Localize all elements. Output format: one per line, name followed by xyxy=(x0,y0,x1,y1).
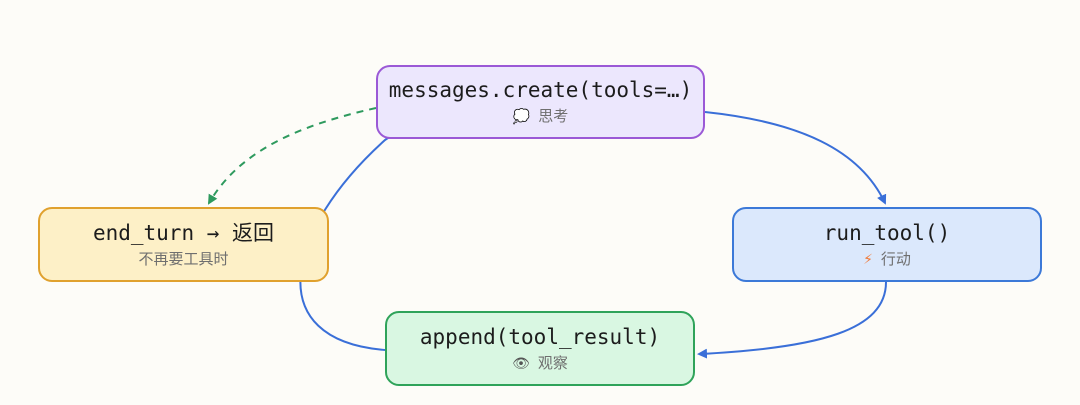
end-turn-node-title: end_turn → 返回 xyxy=(92,221,275,245)
edge-think-to-run xyxy=(704,111,887,205)
think-node-title: messages.create(tools=…) xyxy=(388,78,693,102)
run-tool-node-title: run_tool() xyxy=(823,220,951,245)
eye-icon: 👁 xyxy=(512,355,530,372)
think-node: messages.create(tools=…) 💭 思考 xyxy=(376,65,705,139)
think-node-label: 思考 xyxy=(538,107,569,125)
append-node: append(tool_result) 👁 观察 xyxy=(385,311,695,386)
append-node-label-row: 👁 观察 xyxy=(512,353,568,374)
run-tool-node-label-row: ⚡ 行动 xyxy=(863,249,911,270)
edge-run-to-append xyxy=(697,281,887,359)
lightning-bolt-icon: ⚡ xyxy=(863,251,873,268)
run-tool-node-label: 行动 xyxy=(880,249,911,268)
append-node-title: append(tool_result) xyxy=(419,324,661,349)
append-node-label: 观察 xyxy=(537,353,568,372)
end-turn-node-label: 不再要工具时 xyxy=(138,250,229,268)
end-turn-node: end_turn → 返回 不再要工具时 xyxy=(38,207,329,282)
thought-bubble-icon: 💭 xyxy=(512,109,531,125)
run-tool-node: run_tool() ⚡ 行动 xyxy=(732,207,1042,282)
think-node-label-row: 💭 思考 xyxy=(513,106,568,127)
edge-think-to-end xyxy=(207,107,377,205)
